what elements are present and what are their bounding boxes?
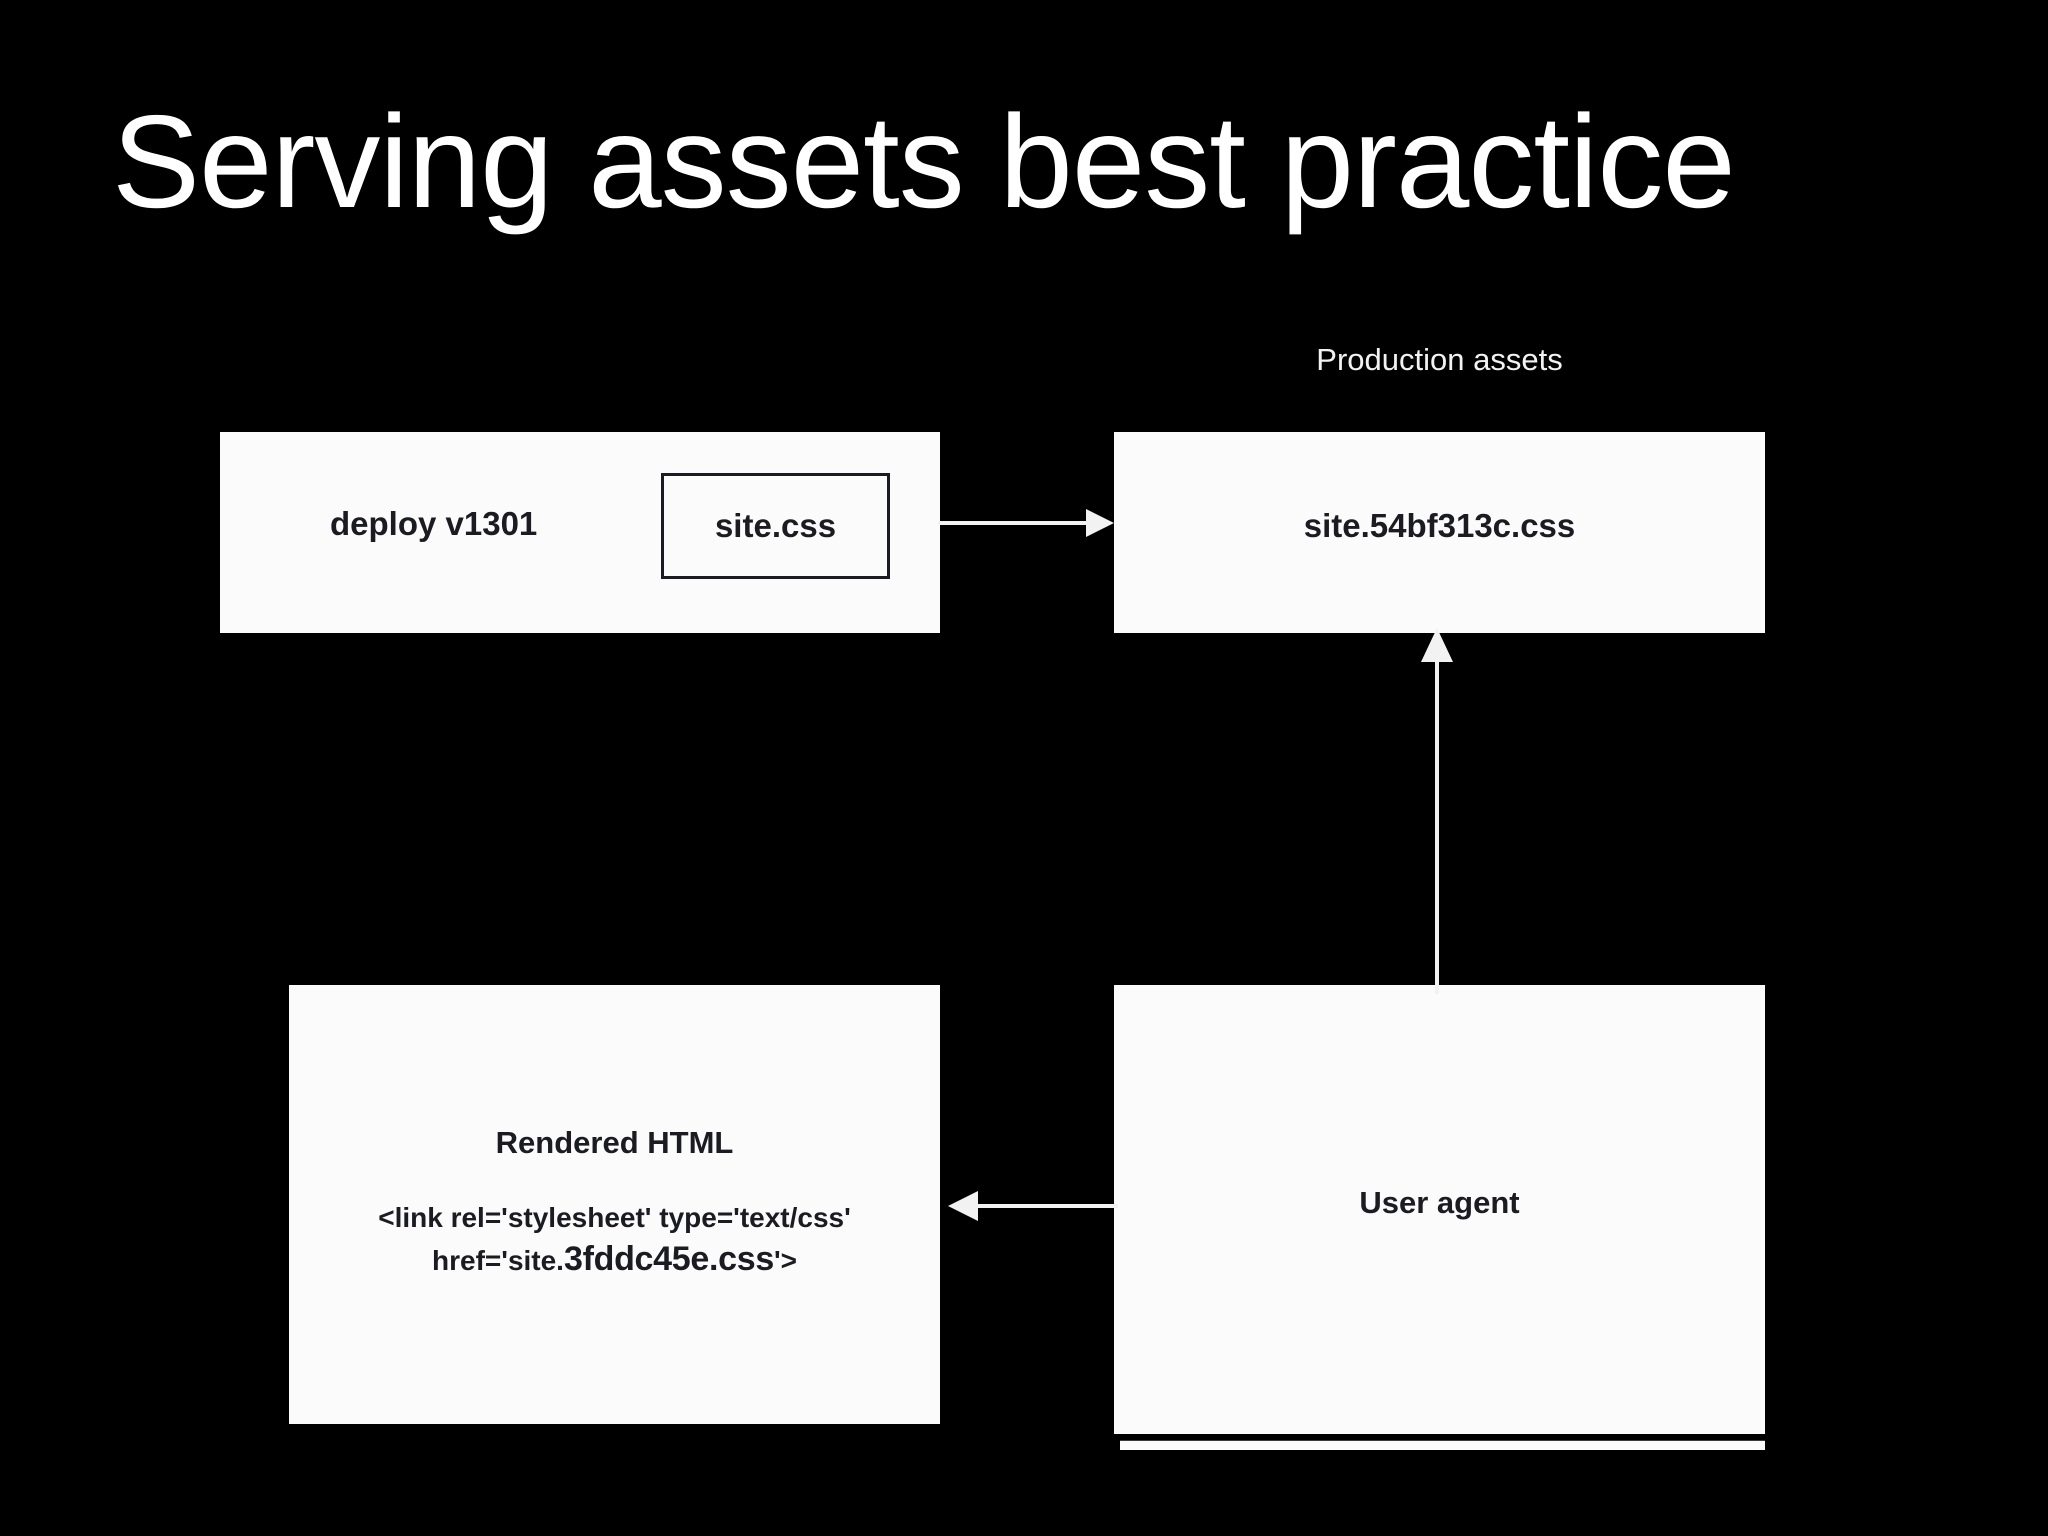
rendered-html-code-hash: 3fddc45e.css <box>563 1239 774 1278</box>
arrow-up-icon <box>1415 628 1459 994</box>
rendered-html-code-line-2: href='site.3fddc45e.css'> <box>289 1237 940 1282</box>
production-assets-box <box>1114 432 1765 633</box>
rendered-html-code-href-prefix: href='site. <box>432 1244 564 1276</box>
rendered-html-box <box>289 985 940 1424</box>
rendered-html-code: <link rel='stylesheet' type='text/css' h… <box>289 1200 940 1282</box>
page-title: Serving assets best practice <box>112 88 1736 235</box>
deploy-node-label: deploy v1301 <box>330 505 538 542</box>
user-agent-label: User agent <box>1359 1185 1520 1220</box>
rendered-html-code-href-suffix: '> <box>773 1244 797 1276</box>
arrow-left-icon <box>948 1188 1118 1224</box>
site-css-asset-label: site.css <box>714 507 837 544</box>
arrow-right-icon <box>938 505 1114 541</box>
production-assets-caption: Production assets <box>1316 342 1563 377</box>
site-css-asset-box: site.css <box>661 473 890 579</box>
production-asset-filename: site.54bf313c.css <box>1303 507 1576 544</box>
user-agent-box <box>1114 985 1765 1434</box>
user-agent-base-bar <box>1120 1440 1765 1450</box>
rendered-html-title: Rendered HTML <box>495 1125 734 1160</box>
rendered-html-code-line-1: <link rel='stylesheet' type='text/css' <box>378 1202 851 1233</box>
